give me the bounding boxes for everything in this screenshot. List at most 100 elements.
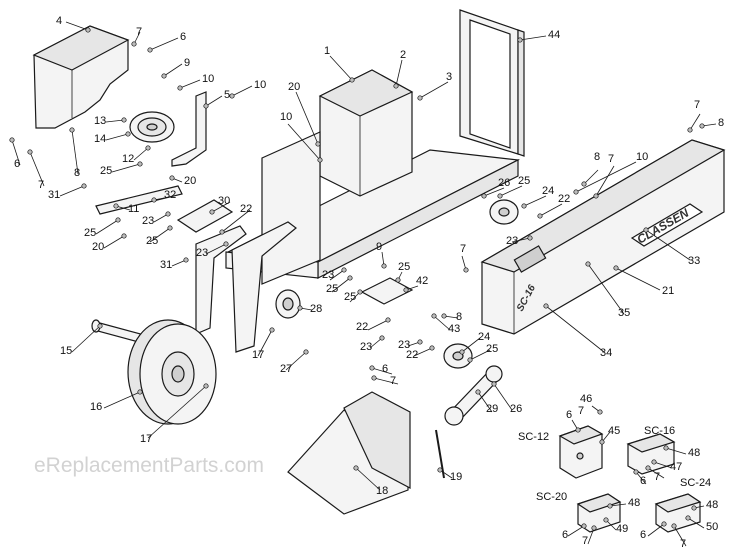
kit-label-sc16: SC-16 [644, 425, 675, 437]
leader-line [329, 269, 345, 281]
leader-line [329, 55, 353, 81]
callout-9: 9 [184, 57, 190, 69]
leader-line [105, 119, 125, 123]
hardware-dot [137, 161, 143, 167]
callout-7: 7 [136, 26, 142, 38]
callout-21: 21 [662, 285, 674, 297]
callout-10: 10 [636, 151, 648, 163]
callout-23: 23 [142, 215, 154, 227]
leader-line [609, 503, 627, 507]
callout-8: 8 [718, 117, 724, 129]
leader-line [545, 305, 605, 353]
leader-line [413, 347, 433, 357]
kit-sc16 [626, 433, 676, 475]
leader-line [29, 151, 45, 187]
leader-line [477, 391, 493, 413]
callout-3: 3 [446, 71, 452, 83]
hardware-dot [177, 85, 183, 91]
leader-line [511, 237, 531, 243]
hardware-dot [113, 203, 119, 209]
callout-32: 32 [164, 189, 176, 201]
hardware-dot [203, 383, 209, 389]
callout-7: 7 [608, 153, 614, 165]
leader-line [647, 467, 665, 479]
hardware-dot [581, 523, 587, 529]
leader-line [355, 467, 381, 491]
leader-line [149, 227, 171, 243]
callout-25: 25 [398, 261, 410, 273]
cover-plate [32, 25, 130, 129]
leader-line [615, 267, 661, 291]
leader-line [153, 213, 169, 223]
leader-line [433, 315, 451, 331]
callout-6: 6 [14, 158, 20, 170]
callout-23: 23 [360, 341, 372, 353]
callout-8: 8 [594, 151, 600, 163]
leader-line [419, 81, 449, 99]
watermark: eReplacementParts.com [34, 454, 264, 477]
hardware-dot [385, 317, 391, 323]
hardware-dot [169, 175, 175, 181]
callout-29: 29 [486, 403, 498, 415]
leader-line [461, 337, 481, 353]
leader-line [205, 95, 223, 107]
leader-line [673, 525, 687, 547]
callout-15: 15 [60, 345, 72, 357]
leader-line [71, 325, 101, 353]
callout-9: 9 [376, 241, 382, 253]
hardware-dot [229, 93, 235, 99]
kit-label-sc20: SC-20 [536, 491, 567, 503]
callout-6: 6 [562, 529, 568, 541]
hardware-dot [381, 263, 387, 269]
callout-6: 6 [566, 409, 572, 421]
callout-30: 30 [218, 195, 230, 207]
callout-31: 31 [160, 259, 172, 271]
hardware-dot [491, 381, 497, 387]
hardware-dot [661, 521, 667, 527]
hardware-dot [475, 389, 481, 395]
pulley-upper [129, 111, 175, 143]
rod-bracket [171, 91, 207, 167]
leader-line [575, 161, 637, 193]
callout-28: 28 [310, 303, 322, 315]
hardware-dot [395, 277, 401, 283]
hardware-dot [81, 183, 87, 189]
callout-47: 47 [670, 461, 682, 473]
hardware-dot [463, 267, 469, 273]
leader-line [567, 525, 585, 537]
leader-line [645, 229, 691, 261]
hardware-dot [145, 145, 151, 151]
leader-line [395, 59, 403, 87]
hardware-dot [379, 335, 385, 341]
hardware-dot [467, 357, 473, 363]
callout-7: 7 [654, 471, 660, 483]
callout-12: 12 [122, 153, 134, 165]
hardware-dot [165, 211, 171, 217]
hardware-dot [371, 375, 377, 381]
hardware-dot [115, 217, 121, 223]
hardware-dot [581, 181, 587, 187]
leader-line [105, 133, 129, 141]
hardware-dot [121, 233, 127, 239]
hardware-dot [209, 209, 215, 215]
hardware-dot [459, 349, 465, 355]
callout-23: 23 [398, 339, 410, 351]
kit-label-sc24: SC-24 [680, 477, 711, 489]
hardware-dot [585, 261, 591, 267]
leader-line [499, 185, 523, 197]
hardware-dot [315, 141, 321, 147]
hardware-dot [521, 203, 527, 209]
leader-line [653, 461, 673, 469]
hardware-dot [591, 525, 597, 531]
callout-13: 13 [94, 115, 106, 127]
hardware-dot [121, 117, 127, 123]
hardware-dot [161, 73, 167, 79]
kit-sc24 [654, 493, 702, 533]
callout-31: 31 [48, 189, 60, 201]
hardware-dot [137, 389, 143, 395]
hardware-dot [517, 37, 523, 43]
hardware-dot [203, 103, 209, 109]
callout-20: 20 [184, 175, 196, 187]
leader-line [179, 79, 201, 89]
hardware-dot [131, 41, 137, 47]
